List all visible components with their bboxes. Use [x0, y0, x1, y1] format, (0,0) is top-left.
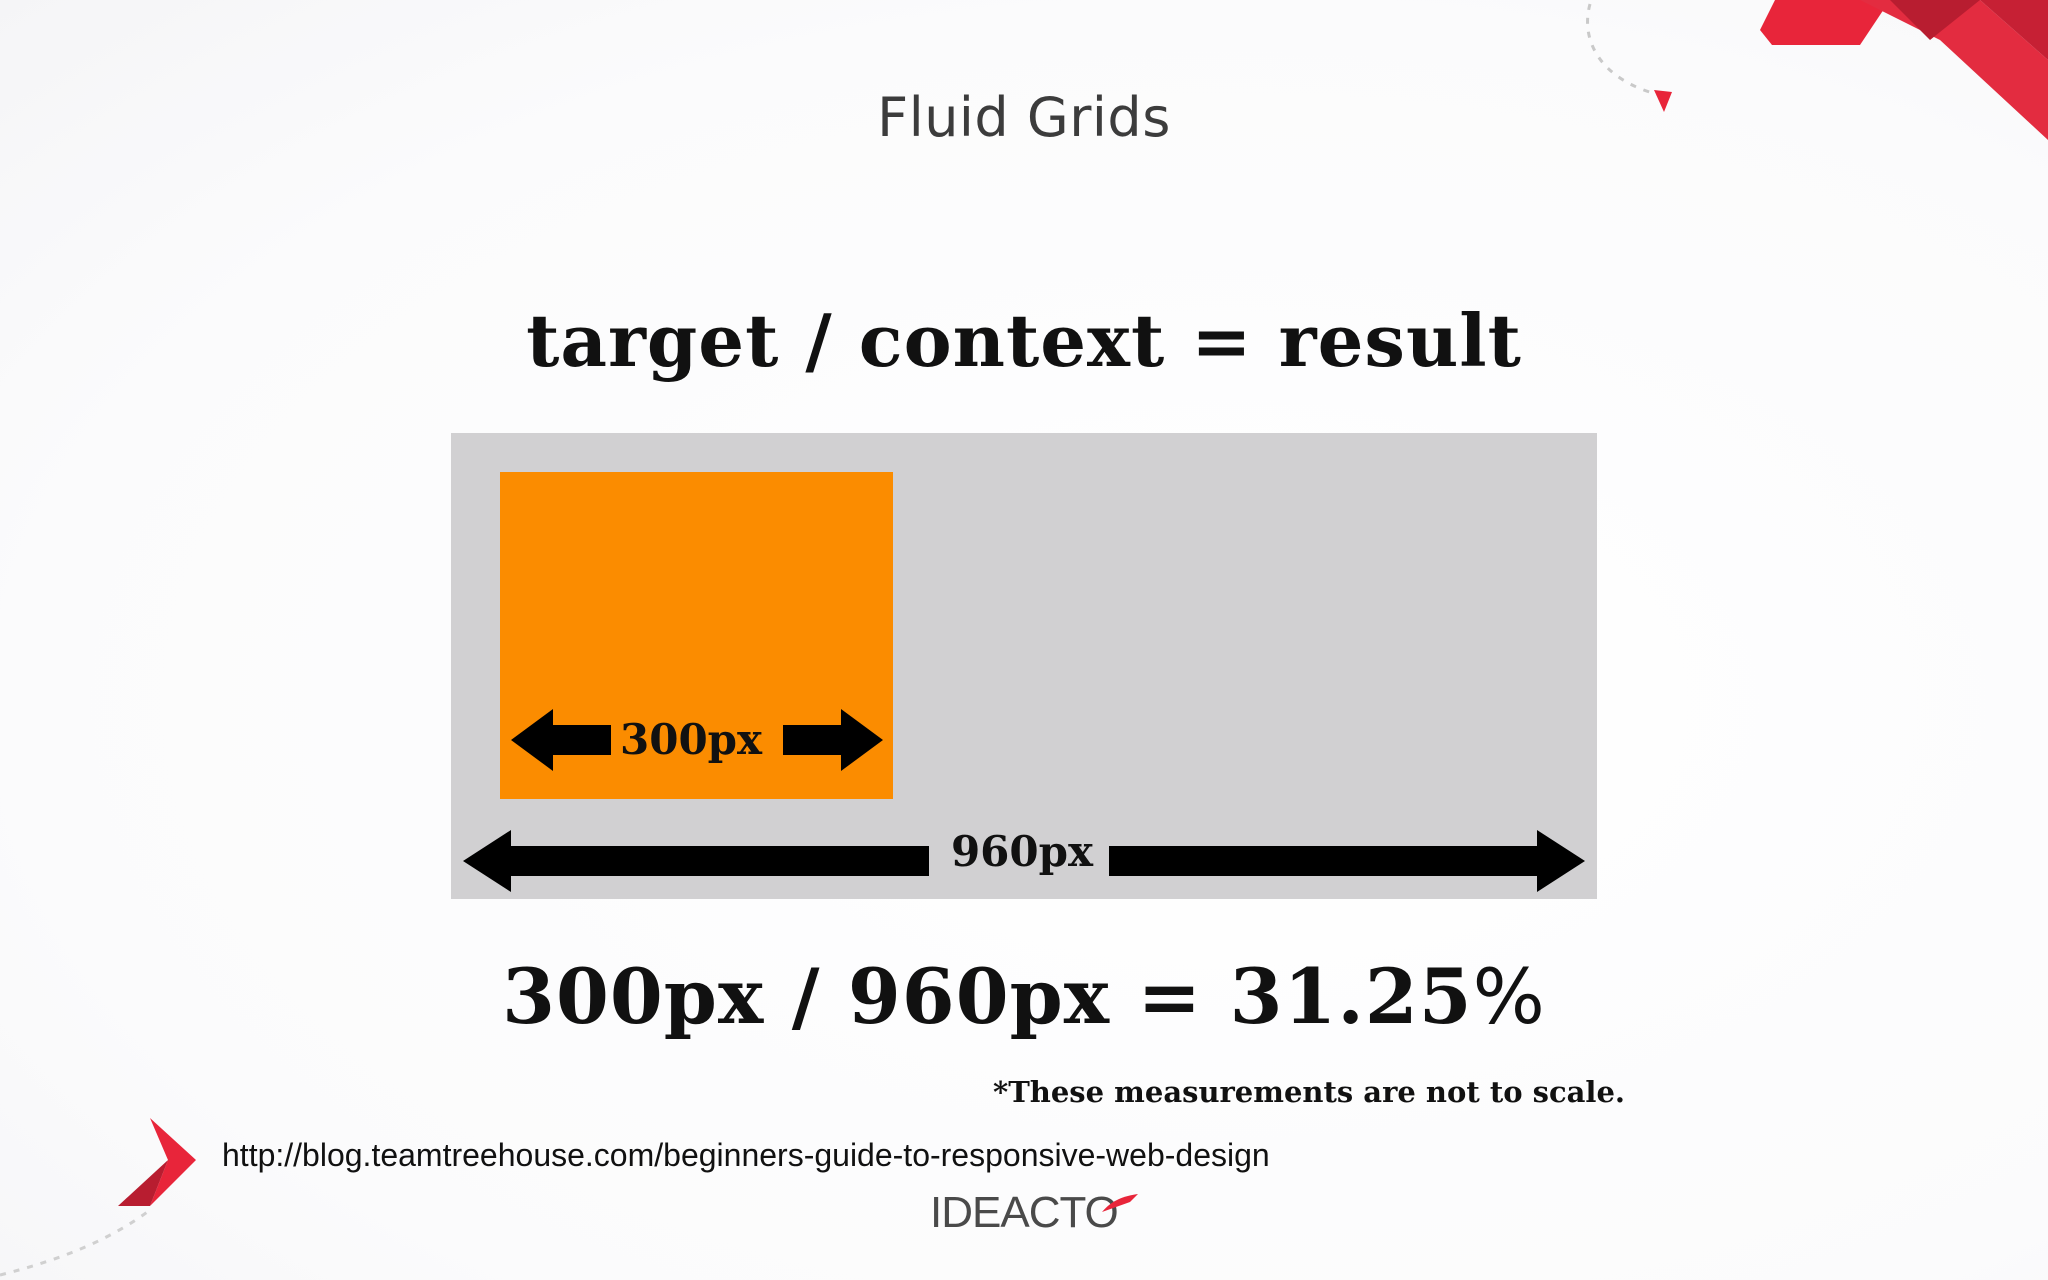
formula-heading: target / context = result [526, 298, 1522, 383]
source-link[interactable]: http://blog.teamtreehouse.com/beginners-… [222, 1137, 1270, 1173]
target-width-arrow [511, 709, 883, 771]
logo-swoosh-icon [1102, 1194, 1138, 1212]
target-width-label: 300px [620, 715, 763, 764]
corner-ribbon-decoration [1586, 0, 2048, 140]
context-box: 300px 960px [451, 433, 1597, 899]
left-arrow-decoration [0, 1118, 196, 1277]
calculation: 300px / 960px = 31.25% [0, 952, 2048, 1041]
scale-note: *These measurements are not to scale. [993, 1075, 1625, 1109]
calculation-main: 300px / 960px = 31.25 [502, 952, 1473, 1041]
context-width-arrow [463, 830, 1585, 892]
ideacto-logo: IDEACTO [930, 1188, 1119, 1237]
slide-title: Fluid Grids [877, 86, 1171, 149]
context-width-label: 960px [950, 827, 1094, 876]
calculation-percent: % [1472, 952, 1546, 1041]
